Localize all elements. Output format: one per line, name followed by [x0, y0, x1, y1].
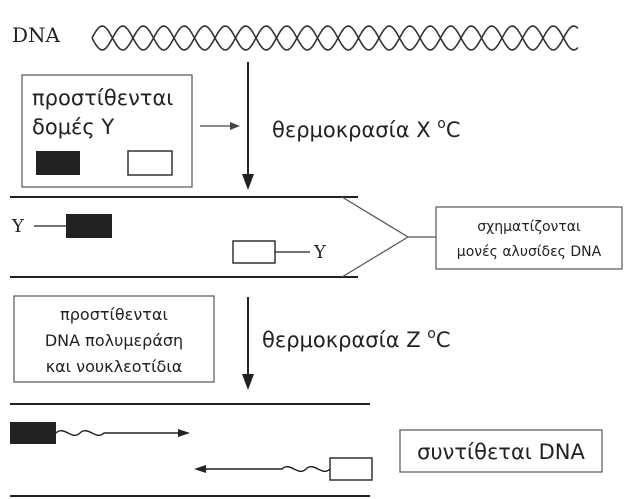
temperature-x-label: θερμοκρασία Χ oC — [272, 116, 461, 142]
dna-label: DNA — [12, 23, 61, 47]
new-strand-forward — [55, 430, 180, 436]
dna-double-helix — [91, 25, 579, 51]
step1-arrowhead — [242, 174, 254, 190]
single-strands-line1: σχηματίζονται — [477, 219, 581, 235]
new-strand-reverse — [204, 466, 331, 472]
step1-box-line2: δομές Υ — [32, 115, 114, 139]
primer-empty-extending — [329, 457, 373, 481]
box1-pointer-arrowhead — [230, 122, 240, 130]
primer-filled-extending — [10, 422, 56, 444]
single-strands-line2: μονές αλυσίδες DNA — [457, 244, 602, 260]
step2-arrowhead — [242, 374, 254, 390]
synthesis-box — [399, 429, 603, 473]
step2-box-line1: προστίθενται — [60, 305, 168, 324]
strands-bracket — [341, 196, 410, 278]
primer-filled-icon — [36, 151, 80, 175]
step2-reagents-box — [13, 295, 215, 383]
step2-box-line3: και νουκλεοτίδια — [46, 357, 183, 376]
step2-box-line2: DNA πολυμεράση — [45, 331, 183, 350]
synthesis-label: συντίθεται DNA — [417, 440, 585, 464]
temperature-z-label: θερμοκρασία Ζ oC — [262, 326, 451, 352]
y-right-label: Y — [313, 242, 327, 263]
primer-filled-bound — [66, 214, 112, 238]
new-strand-reverse-arrowhead — [194, 465, 206, 473]
y-left-label: Y — [11, 216, 25, 237]
primer-empty-icon — [127, 150, 173, 176]
step1-box-line1: προστίθενται — [32, 86, 173, 110]
new-strand-forward-arrowhead — [178, 429, 190, 437]
single-strands-box — [435, 206, 623, 270]
primer-empty-bound — [232, 240, 276, 264]
